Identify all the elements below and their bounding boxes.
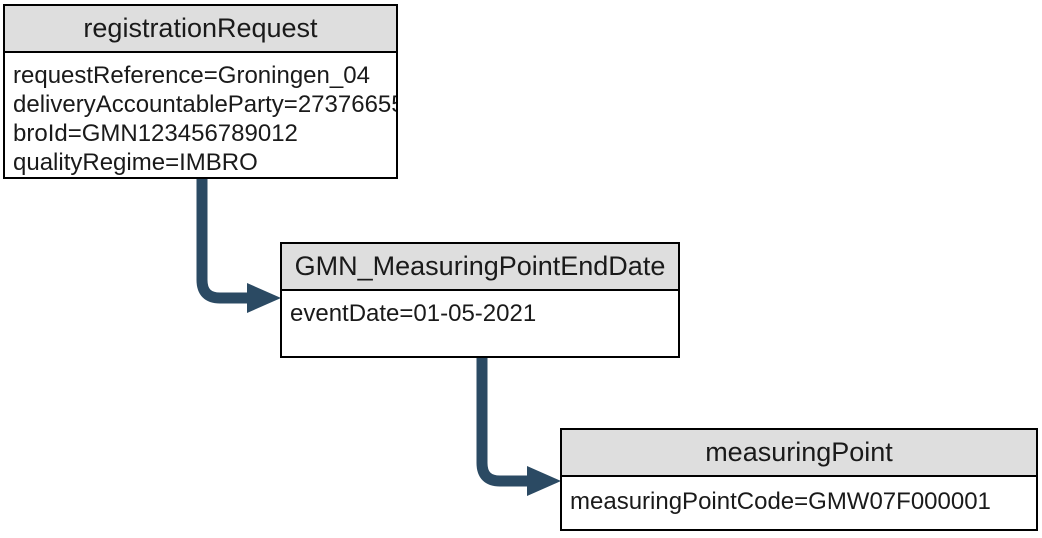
node-title: GMN_MeasuringPointEndDate: [282, 244, 678, 291]
node-title: measuringPoint: [562, 430, 1036, 477]
arrow-head-icon: [527, 466, 561, 496]
node-attributes: eventDate=01-05-2021: [282, 291, 678, 328]
arrow-elbow-line: [476, 358, 530, 487]
node-measuring-point: measuringPoint measuringPointCode=GMW07F…: [560, 428, 1038, 531]
attribute-request-reference: requestReference=Groningen_04: [13, 62, 370, 89]
arrow-elbow-line: [196, 178, 250, 304]
attribute-delivery-accountable-party: deliveryAccountableParty=27376655: [13, 91, 396, 118]
node-attributes: requestReference=Groningen_04 deliveryAc…: [5, 53, 396, 177]
arrow-enddate-to-measuringpoint: [476, 358, 561, 496]
node-title: registrationRequest: [5, 6, 396, 53]
attribute-event-date: eventDate=01-05-2021: [290, 300, 537, 327]
node-registration-request: registrationRequest requestReference=Gro…: [3, 4, 398, 179]
arrow-registration-to-enddate: [196, 178, 281, 313]
attribute-measuring-point-code: measuringPointCode=GMW07F000001: [570, 488, 991, 515]
arrow-head-icon: [247, 283, 281, 313]
attribute-quality-regime: qualityRegime=IMBRO: [13, 149, 258, 176]
node-attributes: measuringPointCode=GMW07F000001: [562, 477, 1036, 516]
attribute-bro-id: broId=GMN123456789012: [13, 120, 298, 147]
node-gmn-measuring-point-end-date: GMN_MeasuringPointEndDate eventDate=01-0…: [280, 242, 680, 358]
